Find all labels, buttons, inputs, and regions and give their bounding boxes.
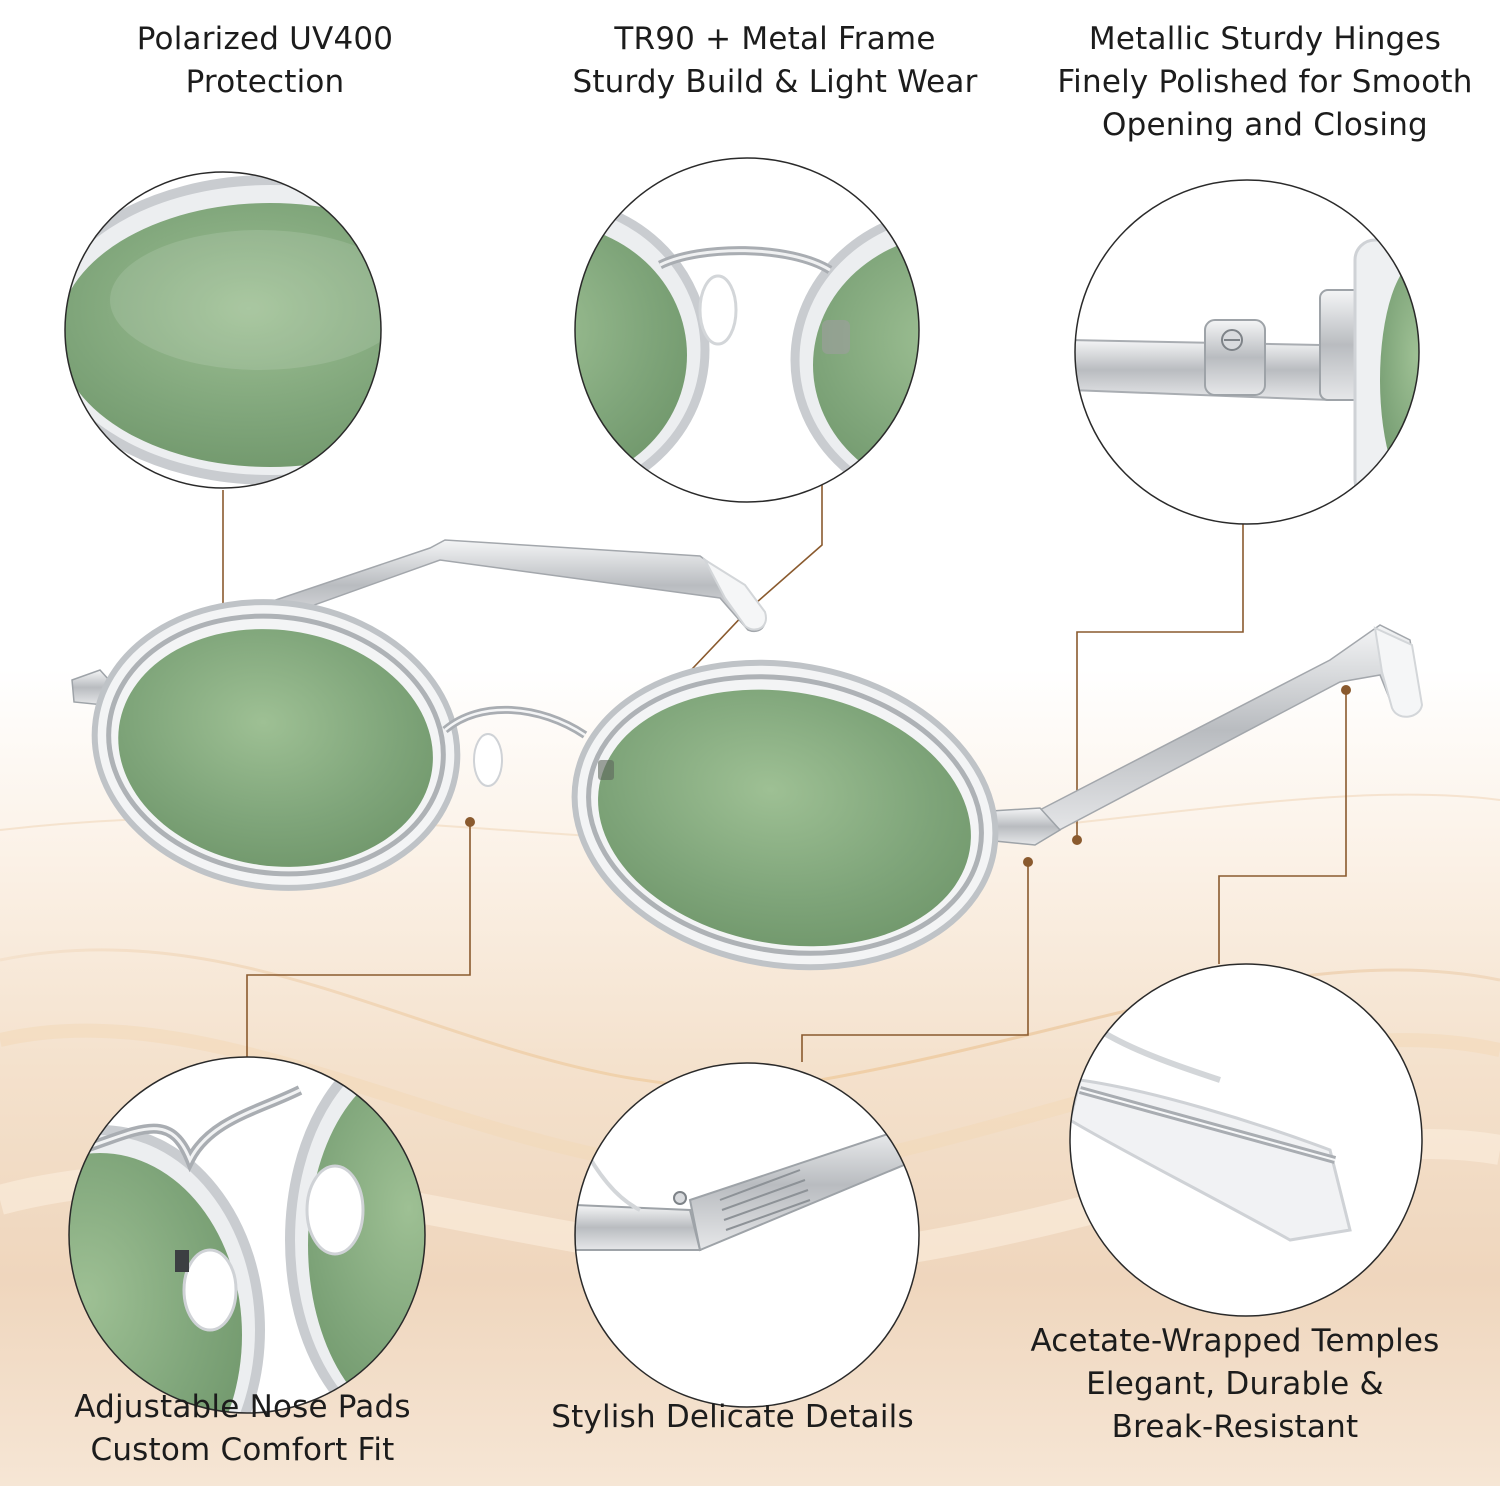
label-frame-line2: Sturdy Build & Light Wear — [572, 64, 978, 100]
closeup-lens — [64, 171, 382, 489]
label-hinges-line1: Metallic Sturdy Hinges — [1088, 21, 1442, 57]
closeup-details — [574, 1062, 920, 1408]
label-frame-line1: TR90 + Metal Frame — [614, 21, 936, 57]
label-hinges-line3: Opening and Closing — [1102, 107, 1428, 143]
label-details-line1: Stylish Delicate Details — [551, 1399, 914, 1435]
label-nose-pads-line1: Adjustable Nose Pads — [74, 1389, 411, 1425]
callout-line-nose — [246, 822, 471, 1058]
label-temples-line2: Elegant, Durable & — [1086, 1366, 1384, 1402]
label-nose-pads-line2: Custom Comfort Fit — [90, 1432, 395, 1468]
callout-line-hinges — [1076, 524, 1244, 840]
callout-line-temples — [1218, 690, 1347, 964]
closeup-bridge — [574, 157, 920, 503]
sunglasses-main — [71, 539, 1424, 971]
callout-line-details — [801, 862, 1029, 1062]
closeup-nose-pads — [68, 1056, 426, 1414]
label-polarized-line2: Protection — [185, 64, 345, 100]
label-nose-pads: Adjustable Nose Pads Custom Comfort Fit — [40, 1386, 445, 1472]
dot-details — [1023, 857, 1033, 867]
label-temples: Acetate-Wrapped Temples Elegant, Durable… — [1005, 1320, 1465, 1449]
label-details: Stylish Delicate Details — [535, 1396, 930, 1439]
label-hinges: Metallic Sturdy Hinges Finely Polished f… — [1035, 18, 1495, 147]
label-frame: TR90 + Metal Frame Sturdy Build & Light … — [555, 18, 995, 104]
right-lens — [598, 689, 971, 947]
near-temple — [1028, 624, 1421, 836]
left-lens — [118, 629, 433, 867]
callout-line-frame — [675, 484, 823, 687]
closeup-hinge — [1074, 179, 1420, 525]
closeup-temple-tips — [1069, 963, 1423, 1317]
dot-hinges — [1072, 835, 1082, 845]
label-polarized-line1: Polarized UV400 — [136, 21, 394, 57]
dot-temples — [1341, 685, 1351, 695]
callout-lines — [222, 484, 1347, 1062]
label-hinges-line2: Finely Polished for Smooth — [1057, 64, 1473, 100]
label-temples-line3: Break-Resistant — [1111, 1409, 1359, 1445]
label-polarized: Polarized UV400 Protection — [80, 18, 450, 104]
nose-pad-left — [473, 733, 503, 787]
label-temples-line1: Acetate-Wrapped Temples — [1030, 1323, 1440, 1359]
dot-nose — [465, 817, 475, 827]
